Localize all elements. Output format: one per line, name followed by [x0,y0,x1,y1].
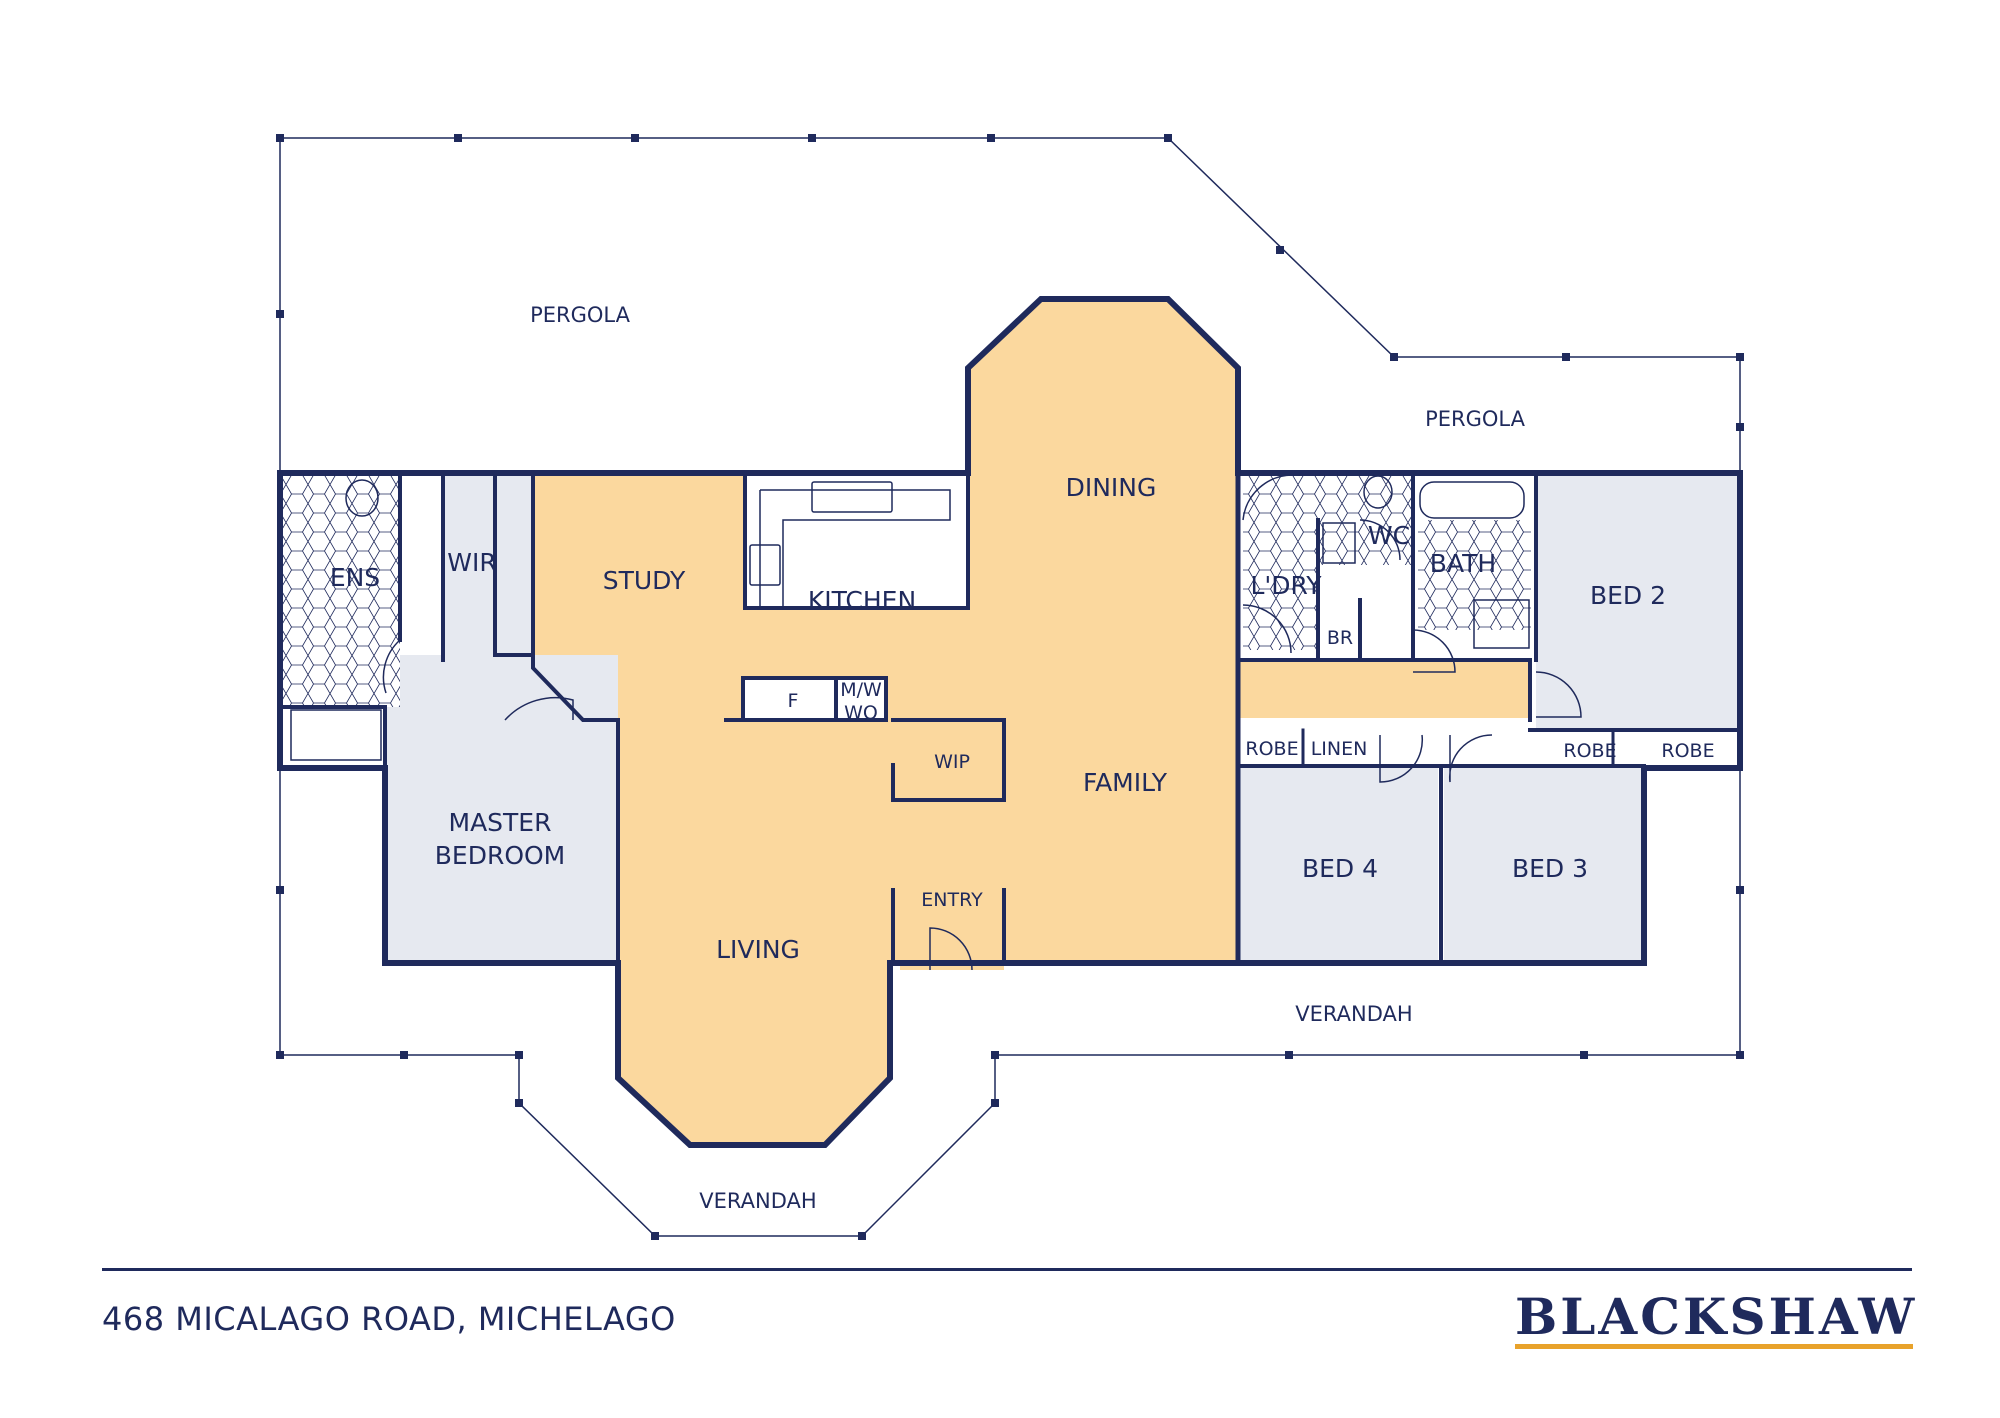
label-dining: DINING [1066,473,1157,502]
room-fills [283,299,1740,1145]
brand-underline [1515,1344,1913,1349]
label-master-line2: BEDROOM [435,841,566,870]
label-robe-bed2: ROBE [1661,740,1714,762]
label-bed4: BED 4 [1302,854,1378,883]
label-wip: WIP [934,751,970,773]
footer-divider [102,1268,1912,1271]
label-living: LIVING [716,935,800,964]
label-pergola-left: PERGOLA [530,303,631,327]
label-kitchen: KITCHEN [808,586,916,615]
property-address: 468 MICALAGO ROAD, MICHELAGO [102,1300,676,1338]
label-wir: WIR [447,548,496,577]
label-mw: M/W [840,679,882,701]
label-verandah-right: VERANDAH [1295,1002,1412,1026]
label-linen: LINEN [1311,738,1368,760]
pergola-outline [276,134,1744,470]
label-master-line1: MASTER [449,808,552,837]
label-robe-bed3: ROBE [1563,740,1616,762]
brand-logo: BLACKSHAW [1515,1287,1918,1346]
room-labels: PERGOLA PERGOLA ENS WIR STUDY KITCHEN DI… [330,303,1715,1213]
label-br: BR [1327,627,1353,649]
label-ldry: L'DRY [1250,571,1322,600]
verandah-outline [276,770,1744,1240]
label-fridge: F [788,690,799,712]
walls [277,296,1743,1148]
label-verandah-bottom: VERANDAH [699,1189,816,1213]
label-ens: ENS [330,563,380,592]
label-bed3: BED 3 [1512,854,1588,883]
label-pergola-right: PERGOLA [1425,407,1526,431]
label-bath: BATH [1430,549,1496,578]
label-robe-bed4: ROBE [1245,738,1298,760]
label-wc: WC [1368,521,1410,550]
label-family: FAMILY [1083,768,1168,797]
label-wo: WO [844,702,878,724]
label-entry: ENTRY [921,889,983,911]
label-bed2: BED 2 [1590,581,1666,610]
label-study: STUDY [603,566,686,595]
